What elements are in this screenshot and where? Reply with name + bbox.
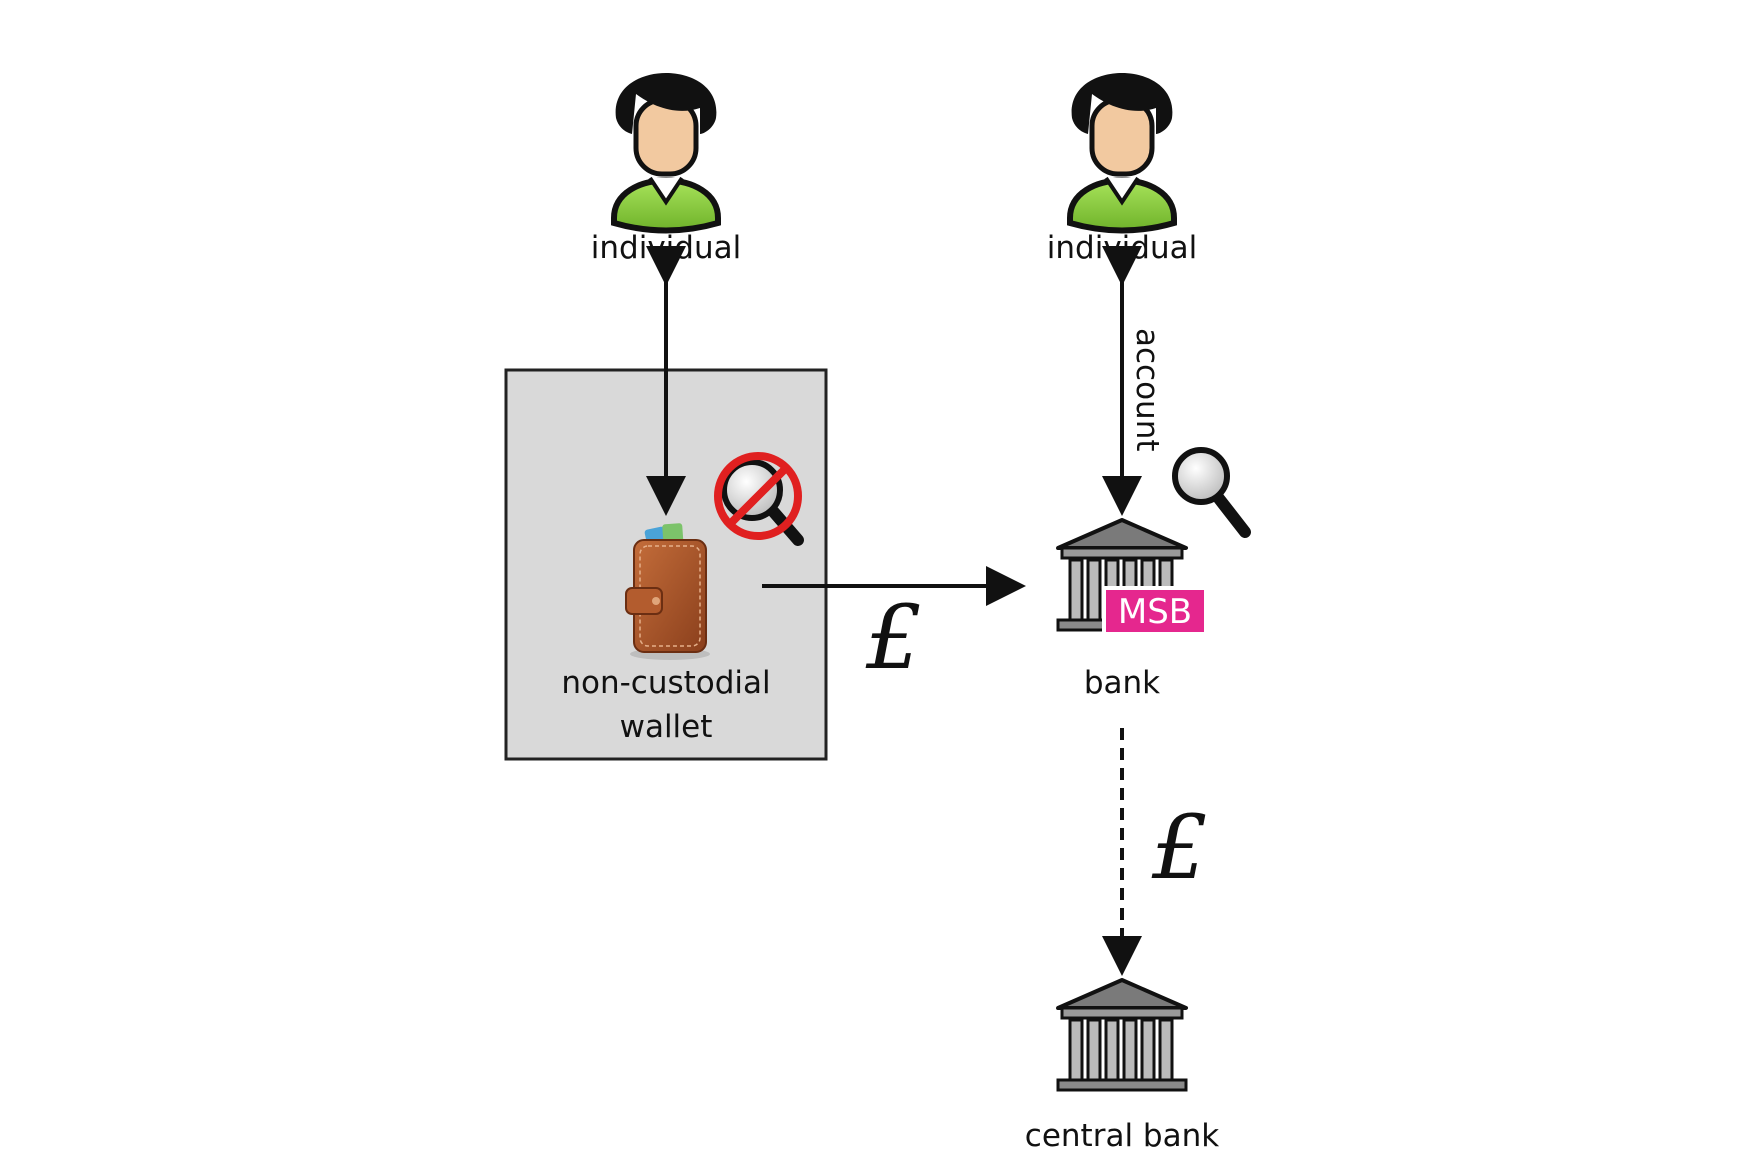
msb-badge-text: MSB bbox=[1118, 592, 1192, 632]
left-individual-label: individual bbox=[591, 230, 741, 266]
magnifier-icon bbox=[721, 459, 804, 546]
pound-symbol-settlement: £ bbox=[1151, 796, 1208, 899]
right-individual bbox=[1067, 73, 1177, 234]
bank-building-icon bbox=[1056, 978, 1188, 1092]
central-bank-label: central bank bbox=[1025, 1118, 1219, 1154]
no-surveillance-icon bbox=[714, 452, 804, 546]
bank-label: bank bbox=[1084, 665, 1160, 701]
person-icon bbox=[611, 73, 721, 234]
wallet-label-line2: wallet bbox=[620, 709, 713, 745]
person-icon bbox=[1067, 73, 1177, 234]
wallet-icon bbox=[625, 523, 710, 660]
left-individual bbox=[611, 73, 721, 234]
magnifier-icon bbox=[1172, 447, 1251, 538]
wallet-label-line1: non-custodial bbox=[561, 665, 770, 701]
account-label: account bbox=[1129, 328, 1165, 452]
msb-badge: MSB bbox=[1102, 586, 1208, 636]
pound-symbol-transfer: £ bbox=[865, 586, 922, 689]
right-individual-label: individual bbox=[1047, 230, 1197, 266]
